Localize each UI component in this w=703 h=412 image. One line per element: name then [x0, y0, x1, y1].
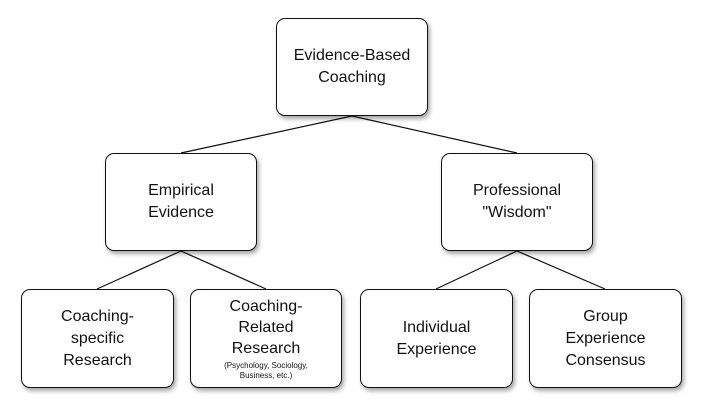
node-group-experience-consensus: Group Experience Consensus	[529, 289, 682, 388]
node-label: Coaching- specific Research	[61, 307, 134, 369]
node-evidence-based-coaching: Evidence-Based Coaching	[276, 18, 428, 116]
node-coaching-related-research: Coaching- Related Research (Psychology, …	[190, 289, 342, 388]
node-label: Professional "Wisdom"	[472, 182, 562, 221]
node-label: Coaching- Related Research	[229, 298, 303, 357]
node-professional-wisdom: Professional "Wisdom"	[441, 153, 593, 251]
connector-professional-to-group	[516, 250, 606, 290]
node-note: (Psychology, Sociology, Business, etc.)	[224, 361, 308, 380]
connector-empirical-to-coaching-specific	[96, 250, 182, 290]
connector-root-to-professional	[351, 115, 518, 154]
node-label: Group Experience Consensus	[565, 307, 646, 369]
node-individual-experience: Individual Experience	[360, 289, 513, 388]
node-label: Evidence-Based Coaching	[293, 47, 411, 86]
connector-empirical-to-coaching-related	[180, 250, 267, 290]
connector-professional-to-individual	[435, 250, 518, 290]
node-label: Empirical Evidence	[148, 182, 214, 221]
node-coaching-specific-research: Coaching- specific Research	[21, 289, 174, 388]
node-label: Individual Experience	[396, 318, 477, 358]
connector-root-to-empirical	[180, 115, 353, 154]
node-empirical-evidence: Empirical Evidence	[105, 153, 257, 251]
